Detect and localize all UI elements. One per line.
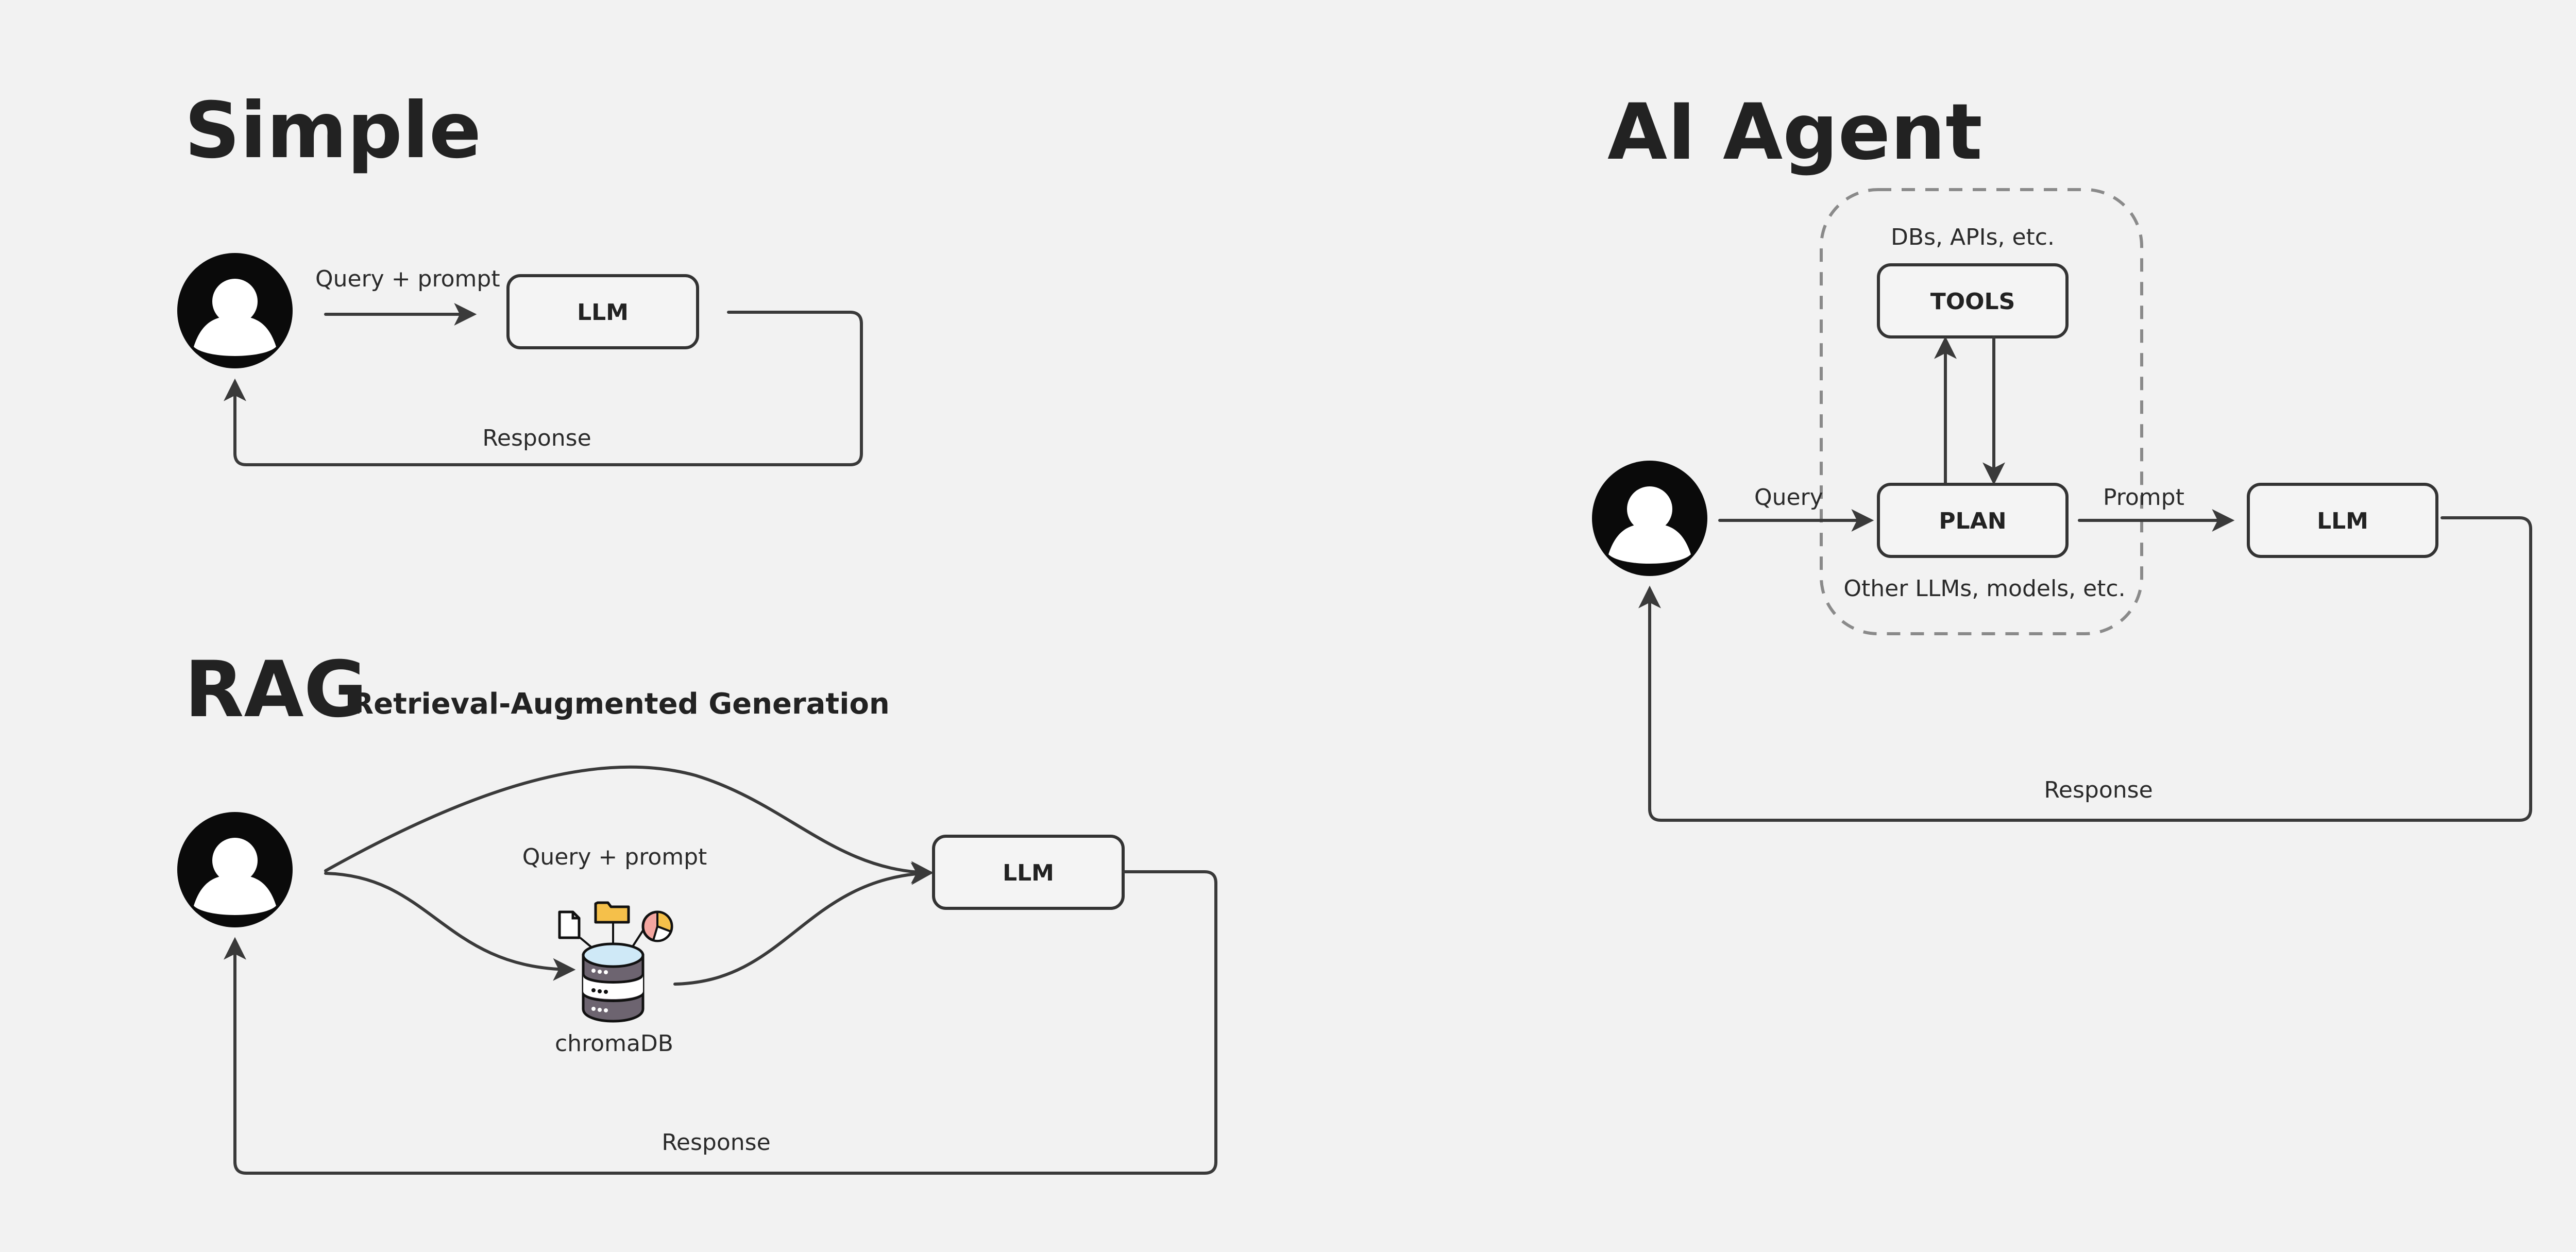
rag-llm-label: LLM: [1003, 860, 1054, 886]
chromadb-database-icon: [558, 901, 673, 1023]
agent-prompt-label: Prompt: [2103, 484, 2184, 511]
simple-title: Simple: [184, 86, 481, 176]
rag-title: RAG: [184, 645, 367, 735]
simple-response-arrow: [224, 311, 863, 466]
simple-llm-label: LLM: [577, 299, 629, 326]
agent-response-arrow: [1638, 516, 2532, 822]
rag-retrieve-arrow: [324, 872, 576, 981]
simple-llm-node: LLM: [506, 274, 699, 349]
rag-llm-node: LLM: [932, 835, 1125, 910]
rag-subtitle: Retrieval-Augmented Generation: [351, 687, 890, 721]
tools-label: TOOLS: [1930, 289, 2015, 315]
plan-node: PLAN: [1877, 483, 2069, 558]
chromadb-label: chromaDB: [555, 1030, 673, 1057]
agent-user-avatar-icon: [1592, 461, 1707, 576]
simple-user-avatar-icon: [177, 253, 293, 368]
rag-direct-arrow: [324, 765, 934, 884]
rag-response-label: Response: [662, 1129, 770, 1156]
agent-llm-label: LLM: [2317, 508, 2368, 534]
agent-tool-boundary: [1820, 188, 2143, 635]
rag-context-arrow: [673, 862, 934, 986]
agent-section: AI Agent DBs, APIs, etc. TOOLS PLAN Othe…: [1592, 88, 2532, 822]
simple-response-label: Response: [482, 425, 591, 451]
tools-caption: DBs, APIs, etc.: [1891, 224, 2055, 250]
simple-section: Simple Query + prompt LLM Response: [177, 86, 863, 466]
rag-user-avatar-icon: [177, 812, 293, 927]
tools-node: TOOLS: [1877, 263, 2069, 339]
rag-response-arrow: [224, 870, 1217, 1175]
simple-query-label: Query + prompt: [315, 266, 500, 292]
agent-query-label: Query: [1754, 484, 1823, 511]
rag-section: RAG Retrieval-Augmented Generation Query…: [177, 645, 1217, 1175]
rag-query-label: Query + prompt: [522, 844, 707, 870]
plan-caption: Other LLMs, models, etc.: [1843, 576, 2125, 602]
agent-llm-node: LLM: [2247, 483, 2438, 558]
agent-response-label: Response: [2044, 777, 2153, 803]
plan-label: PLAN: [1939, 508, 2006, 534]
agent-title: AI Agent: [1607, 88, 1982, 177]
